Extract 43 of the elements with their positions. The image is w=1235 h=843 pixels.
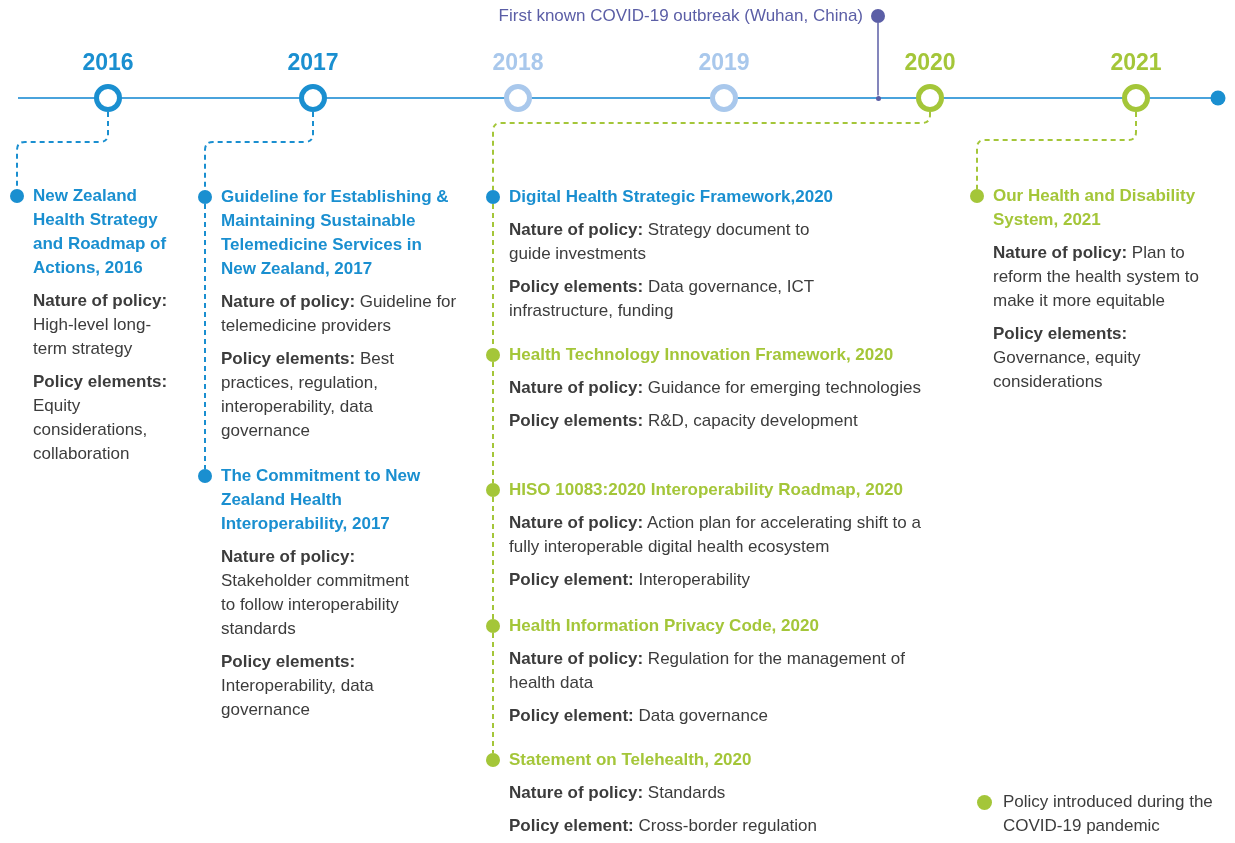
policy-title: HISO 10083:2020 Interoperability Roadmap, 2020 — [509, 479, 904, 501]
policy-description: Policy elements: Governance, equity considerations — [993, 323, 1142, 393]
year-label: 2021 — [1109, 48, 1163, 77]
policy-title: Health Information Privacy Code, 2020 — [509, 615, 820, 637]
year-label: 2018 — [491, 48, 545, 77]
policy-description: Nature of policy: Strategy document to guide investments — [509, 219, 811, 265]
policy-title: Statement on Telehealth, 2020 — [509, 749, 753, 771]
policy-description: Policy elements: Best practices, regulation, interoperability, data governance — [221, 348, 395, 442]
policy-title: Health Technology Innovation Framework, 2020 — [509, 344, 895, 366]
policy-title: Digital Health Strategic Framework,2020 — [509, 186, 835, 208]
policy-description: Nature of policy: Stakeholder commitment to follow interoperability standards — [221, 546, 411, 640]
policy-title: The Commitment to New Zealand Health Interoperability, 2017 — [221, 465, 422, 535]
connector-line — [976, 111, 1137, 190]
policy-title: New Zealand Health Strategy and Roadmap of Actions, 2016 — [33, 185, 168, 279]
policy-description: Policy elements: Data governance, ICT infrastructure, funding — [509, 276, 815, 322]
policy-title: Guideline for Establishing & Maintaining Sustainable Telemedicine Services in New Zealand, 2017 — [221, 186, 450, 280]
policy-description: Policy element: Data governance — [509, 705, 769, 727]
policy-description: Policy element: Cross-border regulation — [509, 815, 819, 837]
year-label: 2019 — [697, 48, 751, 77]
policy-description: Policy elements: Interoperability, data governance — [221, 651, 375, 721]
policy-description: Policy element: Interoperability — [509, 569, 751, 591]
connector-line — [877, 22, 879, 97]
timeline-point — [875, 95, 881, 101]
year-label: 2016 — [81, 48, 135, 77]
policy-description: Nature of policy: Regulation for the management of health data — [509, 648, 906, 694]
connector-line — [204, 203, 206, 470]
policy-description: Policy elements: R&D, capacity development — [509, 410, 859, 432]
policy-description: Policy elements: Equity considerations, collaboration — [33, 371, 169, 465]
connector-line — [492, 361, 494, 484]
year-label: 2020 — [903, 48, 957, 77]
policy-description: Nature of policy: Standards — [509, 782, 727, 804]
event-label: First known COVID-19 outbreak (Wuhan, China) — [498, 5, 863, 27]
policy-description: Nature of policy: Guideline for telemedicine providers — [221, 291, 457, 337]
connector-line — [492, 496, 494, 620]
connector-line — [492, 111, 931, 191]
policy-title: Our Health and Disability System, 2021 — [993, 185, 1197, 231]
policy-description: Nature of policy: Guidance for emerging technologies — [509, 377, 922, 399]
year-label: 2017 — [286, 48, 340, 77]
policy-description: Nature of policy: Plan to reform the health system to make it more equitable — [993, 242, 1200, 312]
policy-description: Nature of policy: High-level long-term strategy — [33, 290, 169, 360]
legend-label: Policy introduced during the COVID-19 pandemic — [1003, 791, 1214, 837]
policy-description: Nature of policy: Action plan for accelerating shift to a fully interoperable digital health ecosystem — [509, 512, 922, 558]
connector-line — [492, 632, 494, 754]
